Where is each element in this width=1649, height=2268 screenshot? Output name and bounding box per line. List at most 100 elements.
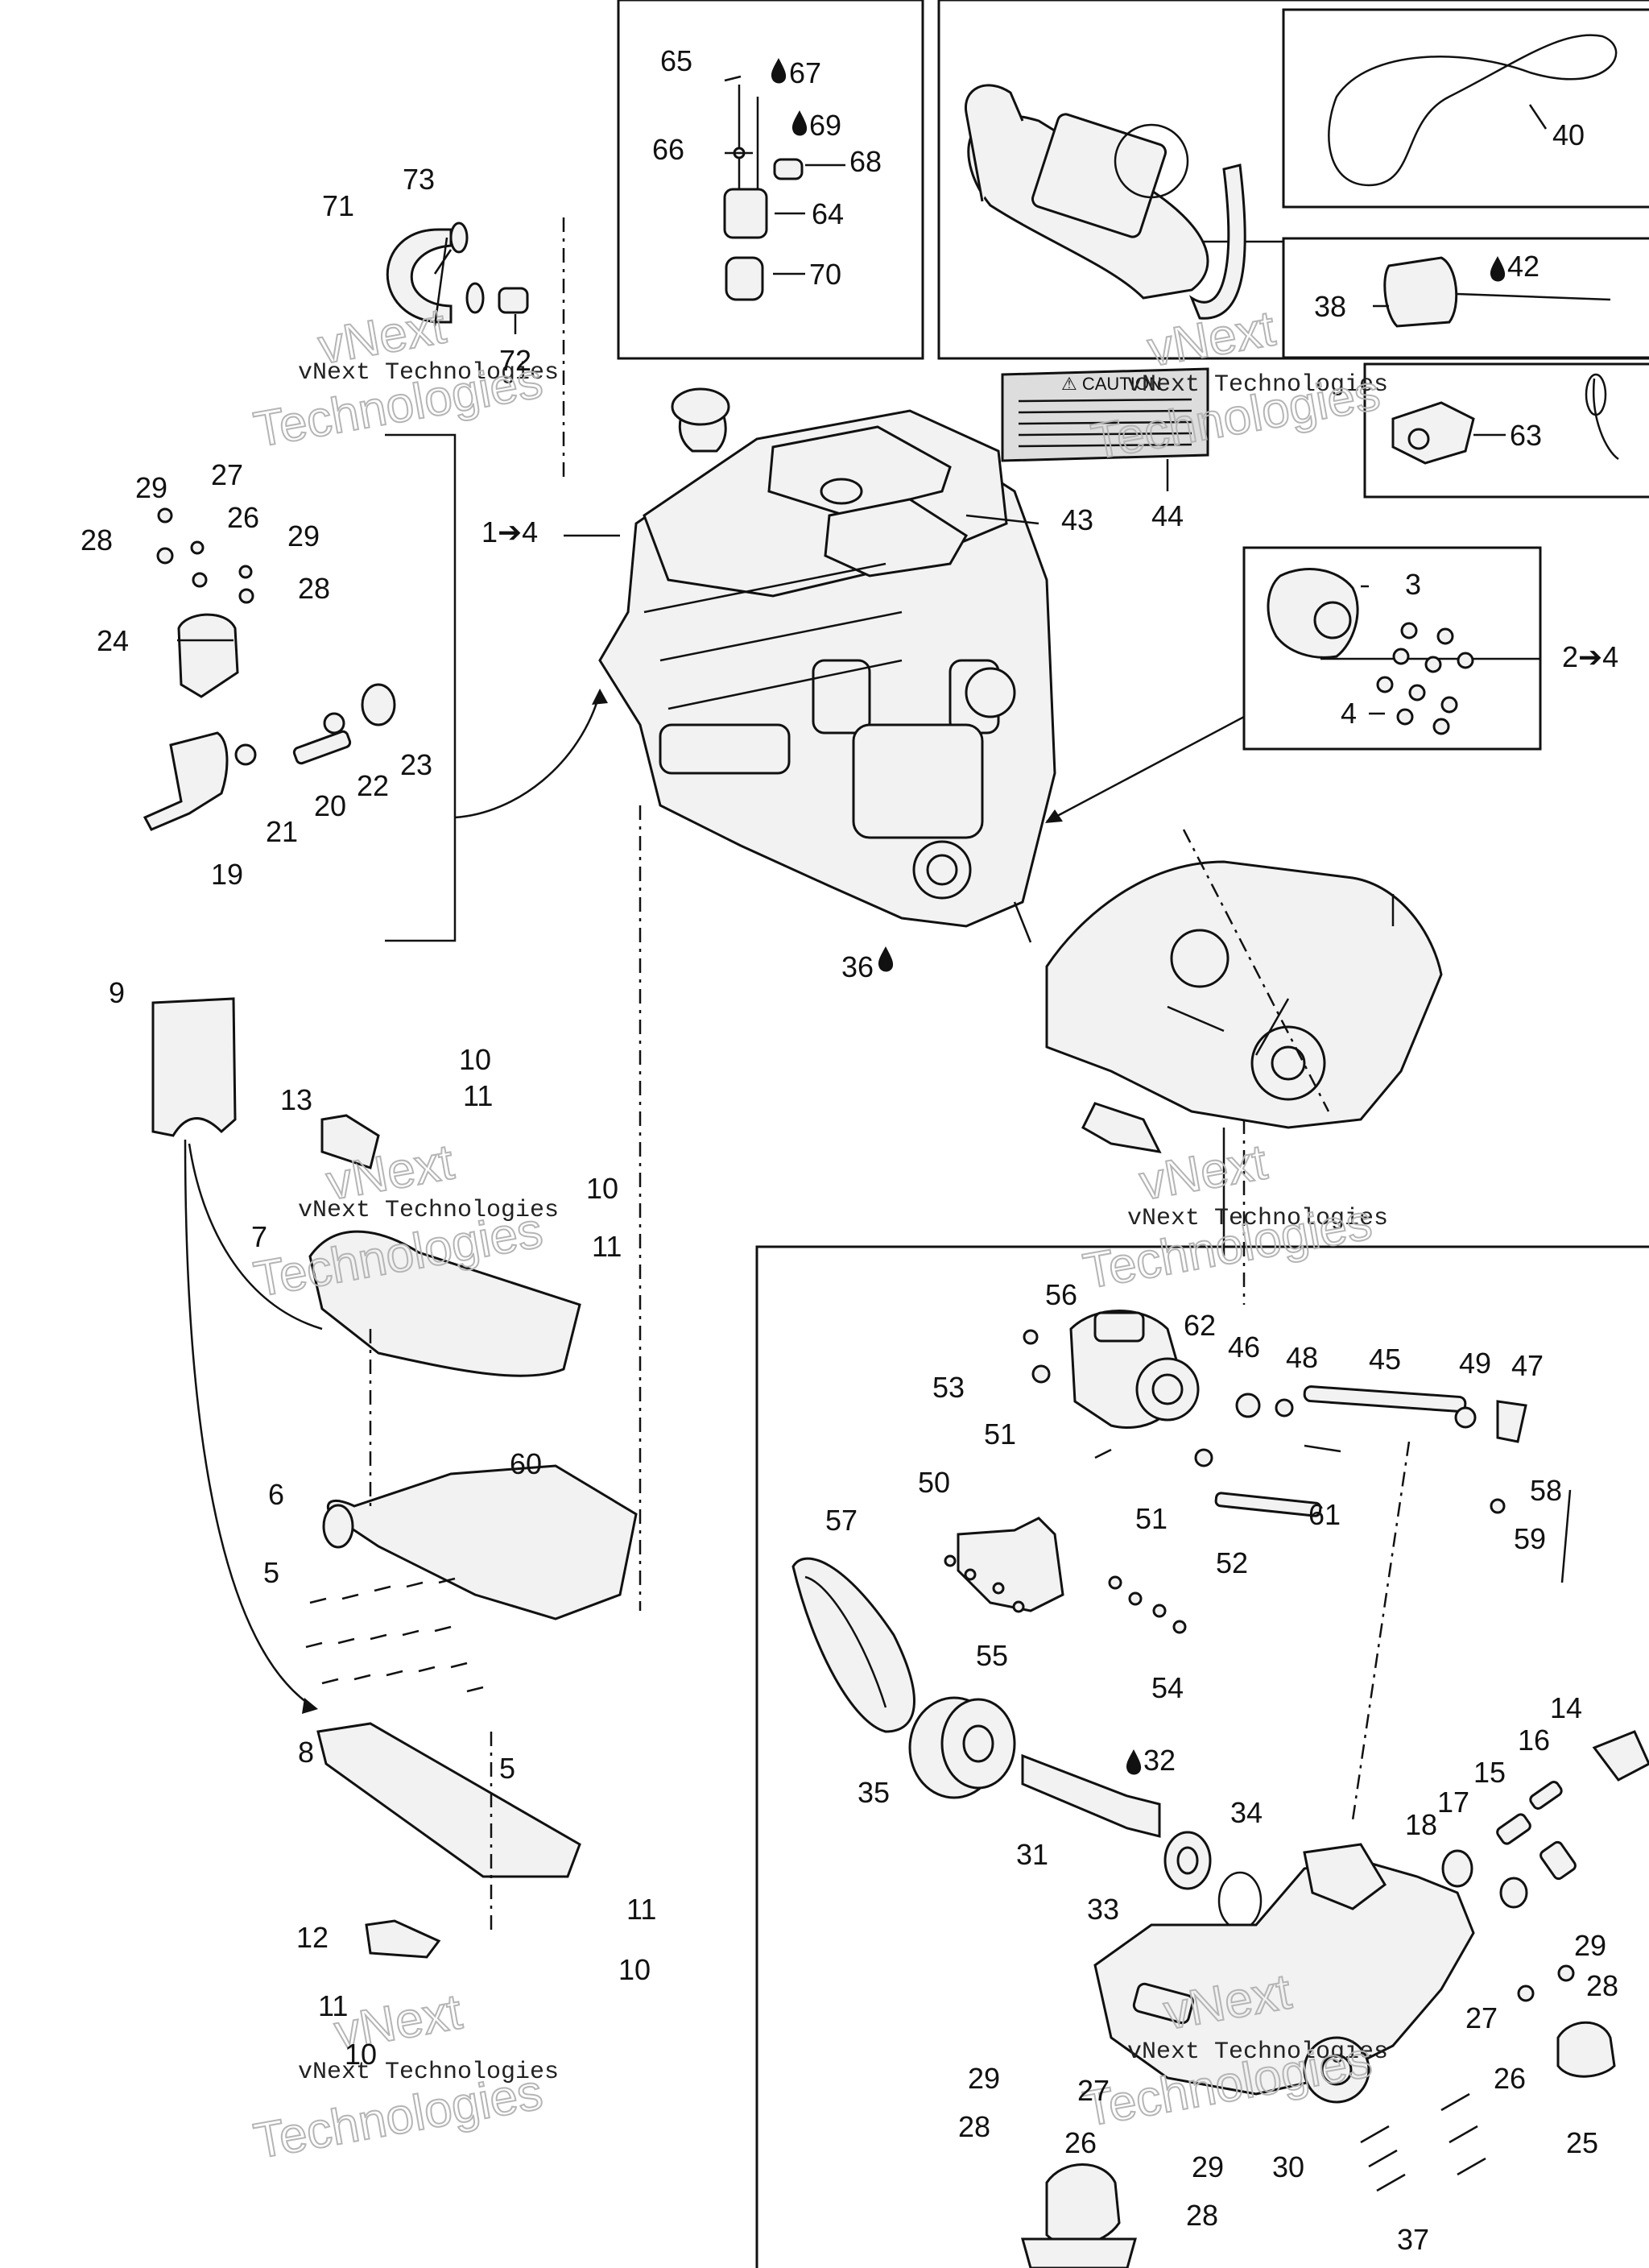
arrow-icon	[184, 689, 1245, 1714]
callout-40: 40	[1552, 118, 1585, 151]
callout-32: 32	[1143, 1744, 1176, 1777]
callout-8: 8	[298, 1736, 314, 1769]
exhaust-shield-upper	[308, 1230, 581, 1377]
callout-5a: 5	[263, 1556, 279, 1589]
callout-28e: 28	[1186, 2199, 1218, 2232]
callout-37: 37	[1397, 2223, 1429, 2256]
callout-55: 55	[976, 1639, 1008, 1672]
callout-70: 70	[809, 258, 841, 291]
engine-assembly	[598, 387, 1056, 928]
callout-49: 49	[1459, 1347, 1491, 1380]
callout-57: 57	[825, 1504, 858, 1537]
svg-text:vNext Technologies: vNext Technologies	[298, 359, 559, 387]
callout-17: 17	[1437, 1786, 1469, 1819]
callout-42: 42	[1507, 250, 1539, 283]
bushings-14-18	[1441, 1730, 1649, 1909]
callout-16: 16	[1518, 1724, 1550, 1757]
callout-27c: 27	[1077, 2074, 1110, 2107]
callout-38: 38	[1314, 290, 1346, 323]
svg-text:vNext Technologies: vNext Technologies	[298, 1197, 559, 1224]
callout-34: 34	[1230, 1796, 1263, 1829]
alternator	[1069, 1310, 1200, 1430]
callout-10b: 10	[586, 1172, 618, 1205]
callout-28c: 28	[1586, 1969, 1618, 2002]
engine-mount-left	[143, 507, 396, 831]
callout-66: 66	[652, 133, 684, 166]
callout-46: 46	[1228, 1331, 1260, 1364]
callout-4: 4	[1341, 697, 1357, 730]
callout-47: 47	[1511, 1349, 1544, 1382]
callout-65: 65	[660, 44, 692, 77]
hose	[386, 221, 529, 324]
callout-22: 22	[357, 769, 389, 802]
cover-kit-parts	[1267, 568, 1474, 735]
callout-36: 36	[841, 950, 874, 983]
callout-6: 6	[268, 1478, 284, 1511]
driveshaft	[1021, 1753, 1161, 1838]
mount-bracket-line	[385, 433, 457, 942]
callout-56: 56	[1045, 1278, 1077, 1311]
callout-25: 25	[1566, 2126, 1598, 2159]
alternator-bracket	[957, 1517, 1064, 1612]
callout-28a: 28	[81, 524, 113, 557]
shaft-45-group	[1023, 1329, 1527, 1517]
sensor-assembly	[723, 85, 804, 301]
callout-63: 63	[1510, 419, 1542, 452]
callout-52: 52	[1216, 1546, 1248, 1579]
bolt-set-37	[1360, 2092, 1486, 2192]
retaining-ring	[1217, 1871, 1263, 1931]
harness-detail-box	[1282, 8, 1649, 209]
callout-5b: 5	[499, 1752, 515, 1785]
callout-29c: 29	[1574, 1929, 1606, 1962]
svg-text:vNext Technologies: vNext Technologies	[1127, 1205, 1388, 1232]
callout-51a: 51	[984, 1418, 1016, 1451]
switch	[1383, 256, 1611, 328]
callout-13: 13	[280, 1083, 312, 1116]
accessory-detail-box	[755, 1245, 1649, 2268]
callout-18: 18	[1405, 1808, 1437, 1841]
callout-30: 30	[1272, 2150, 1304, 2183]
svg-text:vNext Technologies: vNext Technologies	[298, 2059, 559, 2086]
sensor-clip	[1391, 373, 1619, 465]
callout-26c: 26	[1064, 2126, 1097, 2159]
callout-11b: 11	[592, 1230, 622, 1263]
callout-68: 68	[849, 145, 882, 178]
cover-kit-box	[1242, 546, 1542, 751]
callout-14: 14	[1550, 1691, 1582, 1724]
callouts: 65 67 69 66 68 64 70 40 42 38 71 73 72 6…	[81, 44, 1618, 2256]
callout-27a: 27	[211, 458, 243, 491]
callout-29b: 29	[287, 519, 320, 553]
callout-24: 24	[97, 624, 129, 657]
callout-73: 73	[403, 163, 435, 196]
oil-drop-icon	[771, 58, 1506, 1775]
bracket-13	[320, 1114, 380, 1169]
lower-housing	[1093, 1843, 1475, 2104]
callout-3: 3	[1405, 568, 1421, 601]
callout-33: 33	[1087, 1893, 1119, 1926]
bolt-set-5	[305, 1577, 484, 1693]
display-handlebar-assembly	[964, 84, 1246, 320]
engine-mount-front	[1021, 2163, 1137, 2268]
gearbox-housing	[1045, 860, 1443, 1153]
callout-58: 58	[1530, 1474, 1562, 1507]
callout-54: 54	[1151, 1671, 1184, 1704]
callout-26b: 26	[1494, 2062, 1526, 2095]
callout-59: 59	[1514, 1522, 1546, 1555]
callout-11c: 11	[626, 1893, 656, 1926]
callout-29e: 29	[1192, 2150, 1224, 2183]
callout-67: 67	[789, 56, 821, 89]
switch-detail-box	[1282, 237, 1649, 359]
callout-29d: 29	[968, 2062, 1000, 2095]
engine-mount-rear	[1517, 1964, 1616, 2078]
clip-detail-box	[1363, 362, 1649, 499]
exhaust-shield-lower	[316, 1722, 581, 1878]
exhaust-manifold	[326, 1464, 638, 1620]
callout-45: 45	[1369, 1343, 1401, 1376]
callout-27b: 27	[1465, 2001, 1498, 2034]
callout-11a: 11	[463, 1079, 493, 1112]
wiring-harness	[1328, 34, 1618, 187]
callout-9: 9	[109, 976, 125, 1009]
callout-62: 62	[1184, 1309, 1216, 1342]
bracket-12	[365, 1919, 441, 1959]
